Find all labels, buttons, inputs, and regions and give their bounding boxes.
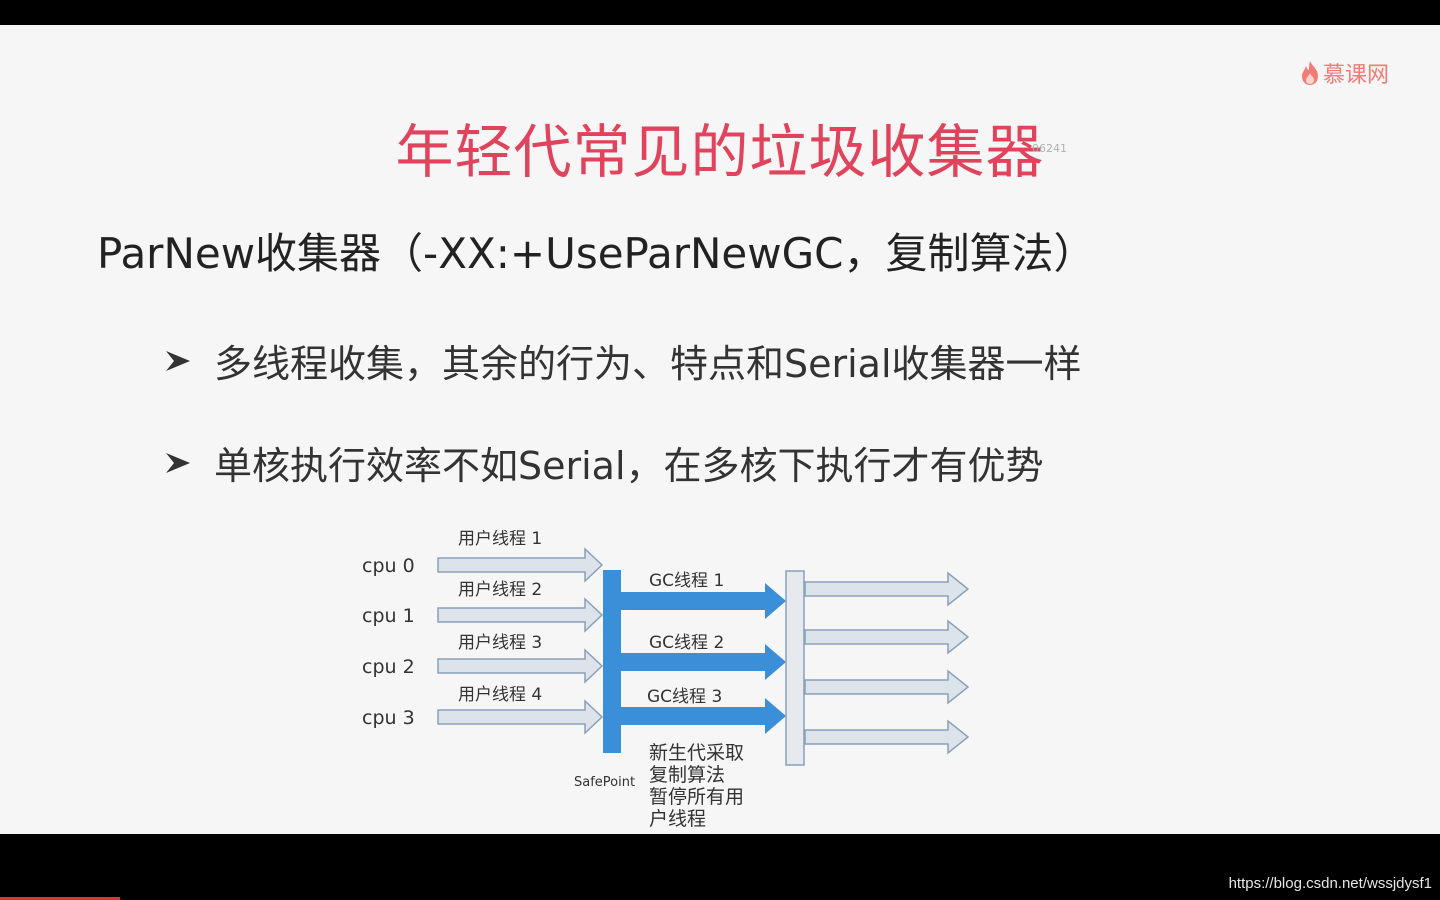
- diagram-note-line: 暂停所有用: [649, 786, 744, 808]
- video-footer-bar: https://blog.csdn.net/wssjdysf1: [0, 834, 1440, 900]
- progress-indicator: [0, 897, 120, 900]
- gc-thread-arrow: [621, 698, 786, 734]
- bullet-2: 单核执行效率不如Serial，在多核下执行才有优势: [160, 435, 1044, 490]
- diagram-note-line: 户线程: [649, 808, 706, 830]
- slide-heading: ParNew收集器（-XX:+UseParNewGC，复制算法）: [97, 229, 1096, 278]
- user-thread-label: 用户线程 3: [458, 633, 542, 653]
- resume-bar: [785, 570, 805, 766]
- cpu-label: cpu 3: [362, 707, 415, 729]
- safepoint-label: SafePoint: [574, 775, 635, 790]
- slide-title: 年轻代常见的垃圾收集器: [395, 118, 1045, 186]
- user-thread-label: 用户线程 4: [458, 685, 542, 705]
- bullet-arrow-icon: [166, 350, 190, 371]
- source-url: https://blog.csdn.net/wssjdysf1: [1228, 875, 1432, 892]
- diagram-note-line: 新生代采取: [649, 742, 744, 764]
- user-thread-arrow: [437, 547, 604, 583]
- cpu-label: cpu 1: [362, 605, 415, 627]
- bullet-arrow-icon: [166, 452, 190, 473]
- bullet-text: 单核执行效率不如Serial，在多核下执行才有优势: [214, 444, 1044, 488]
- bullet-text: 多线程收集，其余的行为、特点和Serial收集器一样: [214, 342, 1082, 386]
- slide: 慕课网 年轻代常见的垃圾收集器 06241 ParNew收集器（-XX:+Use…: [0, 25, 1440, 834]
- user-thread-arrow: [437, 597, 604, 633]
- parnew-diagram: cpu 0 cpu 1 cpu 2 cpu 3 用户线程 1 用户线程 2 用户…: [362, 530, 970, 830]
- diagram-note-line: 复制算法: [649, 764, 725, 786]
- gc-thread-label: GC线程 2: [649, 633, 724, 653]
- user-thread-arrow-resumed: [804, 669, 970, 705]
- gc-thread-arrow: [621, 583, 786, 619]
- user-thread-arrow: [437, 699, 604, 735]
- user-thread-label: 用户线程 2: [458, 580, 542, 600]
- brand-logo: 慕课网: [1300, 57, 1389, 89]
- gc-thread-label: GC线程 1: [649, 571, 724, 591]
- watermark: 06241: [1032, 142, 1067, 155]
- user-thread-arrow-resumed: [804, 571, 970, 607]
- user-thread-arrow-resumed: [804, 619, 970, 655]
- user-thread-arrow: [437, 648, 604, 684]
- bullet-1: 多线程收集，其余的行为、特点和Serial收集器一样: [160, 333, 1082, 388]
- gc-thread-label: GC线程 3: [647, 687, 722, 707]
- gc-thread-arrow: [621, 644, 786, 680]
- cpu-label: cpu 0: [362, 555, 415, 577]
- cpu-label: cpu 2: [362, 656, 415, 678]
- user-thread-label: 用户线程 1: [458, 530, 542, 549]
- safepoint-bar: [603, 570, 621, 753]
- brand-text: 慕课网: [1323, 63, 1390, 88]
- flame-icon: [1302, 61, 1318, 85]
- user-thread-arrow-resumed: [804, 719, 970, 755]
